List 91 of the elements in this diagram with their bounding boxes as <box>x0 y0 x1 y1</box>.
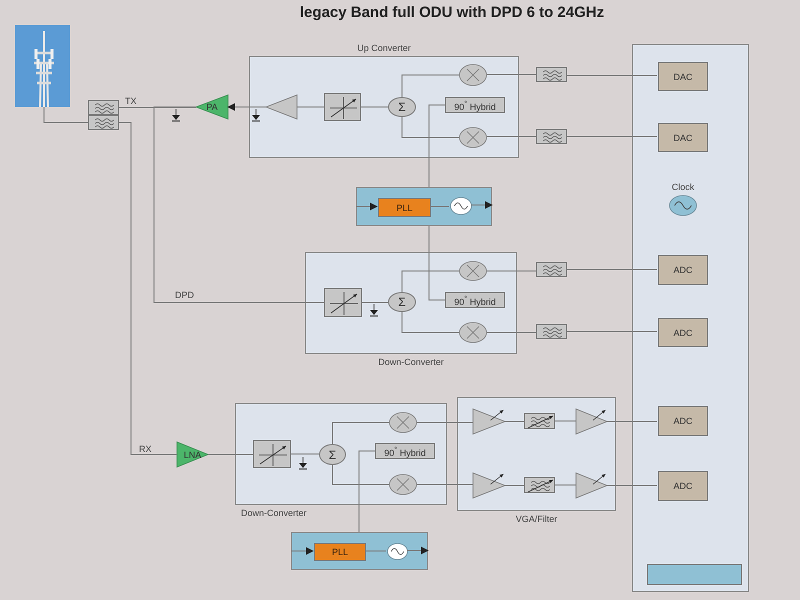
filter-icon <box>536 324 567 339</box>
variable-amplifier-icon <box>576 473 607 498</box>
converter-box: ADC <box>658 406 708 436</box>
connector-line <box>554 484 576 486</box>
converter-box: DAC <box>658 62 708 91</box>
attenuator-icon <box>253 440 291 468</box>
connector-line <box>332 422 390 444</box>
tunable-filter-icon <box>524 477 555 493</box>
connector-line <box>44 106 88 123</box>
filter-icon <box>88 100 119 115</box>
filter-icon <box>536 67 567 82</box>
connector-line <box>486 136 536 137</box>
converter-box: ADC <box>658 318 708 347</box>
connector-line <box>554 420 576 422</box>
connector-line <box>566 269 658 270</box>
pll-module <box>356 187 492 226</box>
edge-label: DPD <box>174 290 196 300</box>
connector-line <box>227 103 266 111</box>
connector-line <box>470 201 493 209</box>
connector-line <box>296 106 324 108</box>
connector-line <box>402 116 460 138</box>
amplifier-symbol: LNA <box>177 442 208 467</box>
connector-line <box>566 136 658 137</box>
connector-line <box>118 122 178 455</box>
connector-line <box>504 485 524 486</box>
connector-line <box>402 74 460 98</box>
block-caption: Clock <box>672 182 694 193</box>
connector-line <box>504 421 524 422</box>
label-plate <box>647 564 742 585</box>
connector-line <box>486 332 536 333</box>
mixer-icon <box>459 64 487 86</box>
connector-line <box>208 454 254 455</box>
attenuator-icon <box>324 93 361 121</box>
hybrid-box: 90$^{°}$ Hybrid <box>375 443 435 459</box>
converter-chip-panel <box>632 44 749 592</box>
amplifier-icon <box>266 95 297 119</box>
connector-line <box>402 312 460 333</box>
connector-line <box>364 550 386 552</box>
connector-line <box>290 547 314 555</box>
diagram-title: legacy Band full ODU with DPD 6 to 24GHz <box>300 4 604 21</box>
hybrid-box: 90$^{°}$ Hybrid <box>445 292 505 308</box>
edge-label: TX <box>124 96 138 106</box>
connector-line <box>332 464 390 485</box>
variable-amplifier-icon <box>473 409 505 434</box>
connector-line <box>428 226 446 300</box>
connector-line <box>360 106 388 108</box>
oscillator-icon <box>450 197 472 215</box>
mixer-icon <box>389 474 417 495</box>
tunable-filter-icon <box>524 413 555 429</box>
mixer-icon <box>459 127 487 148</box>
converter-box: ADC <box>658 255 708 285</box>
mixer-icon <box>389 412 417 433</box>
oscillator-icon <box>387 543 408 560</box>
pll-box: PLL <box>378 198 431 217</box>
mixer-icon <box>459 261 487 281</box>
connector-line <box>430 206 450 207</box>
connector-line <box>356 202 378 210</box>
pll-box: PLL <box>314 543 366 561</box>
connector-line <box>566 75 658 76</box>
connector-line <box>362 302 388 303</box>
attenuator-icon <box>324 288 362 317</box>
connector-line <box>118 107 196 108</box>
hybrid-box: 90$^{°}$ Hybrid <box>445 97 505 113</box>
block-caption: Up Converter <box>357 43 411 54</box>
block-caption: Down-Converter <box>241 508 307 519</box>
connector-line <box>154 106 324 303</box>
converter-box: ADC <box>658 471 708 501</box>
connector-line <box>406 546 429 554</box>
connector-line <box>402 270 460 292</box>
connector-line <box>486 74 536 75</box>
filter-icon <box>88 115 119 130</box>
variable-amplifier-icon <box>473 473 505 498</box>
edge-label: RX <box>138 444 153 454</box>
filter-icon <box>536 129 567 144</box>
connector-line <box>606 421 658 422</box>
connector-line <box>416 484 474 485</box>
pll-module <box>291 532 428 570</box>
cell-tower-drawing <box>15 25 70 107</box>
connector-line <box>416 422 474 423</box>
variable-amplifier-icon <box>576 409 607 434</box>
block-caption: Down-Converter <box>378 357 444 368</box>
connector-line <box>566 331 658 332</box>
connector-line <box>606 485 658 486</box>
connector-line <box>358 450 376 532</box>
connector-line <box>486 270 536 272</box>
amplifier-symbol: PA <box>196 95 228 119</box>
filter-icon <box>536 262 567 277</box>
converter-box: DAC <box>658 123 708 152</box>
connector-line <box>428 104 446 188</box>
block-caption: VGA/Filter <box>516 514 558 525</box>
mixer-icon <box>459 322 487 343</box>
